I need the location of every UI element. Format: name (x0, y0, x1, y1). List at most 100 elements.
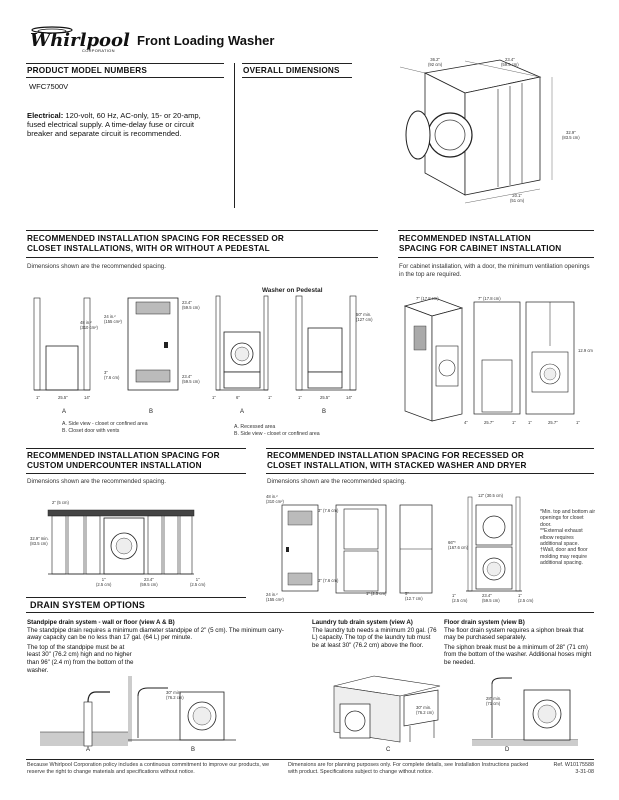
cabinet-note: For cabinet installation, with a door, t… (399, 263, 590, 278)
cabinet-side-drawing (473, 301, 521, 415)
footer-ref-number: Ref. W10175588 (553, 762, 594, 768)
standpipe-dim: 30" min. (76.2 cm) (166, 690, 184, 700)
stacked-bottom-2-value: 23.4" (482, 593, 492, 598)
pedestal-recessed-drawing (215, 295, 269, 391)
recessed-title-line2: CLOSET INSTALLATIONS, WITH OR WITHOUT A … (27, 244, 270, 253)
floor-drain-title: Floor drain system (view B) (444, 619, 525, 626)
undercounter-dim-1: 1"(2.5 cm) (96, 577, 111, 587)
electrical-label: Electrical: (27, 111, 64, 120)
undercounter-note: Dimensions shown are the recommended spa… (27, 478, 166, 485)
recessed-dim-6-cm: (127 cm) (356, 317, 373, 322)
cabinet-front-drawing (525, 301, 575, 415)
overall-door-value: 20.1" (512, 193, 522, 198)
stacked-dim-12in: 12" (30.5 cm) (478, 493, 503, 498)
stacked-washer-dryer-drawing (466, 496, 522, 592)
recessed-title: RECOMMENDED INSTALLATION SPACING FOR REC… (27, 234, 284, 254)
pedestal-caption-a: A. Recessed area (234, 424, 276, 430)
stacked-footnote-3: †Wall, door and floor molding may requir… (540, 547, 588, 567)
laundry-tub-dim: 30" min. (76.2 cm) (416, 705, 434, 715)
stacked-dim-bottom-vent-cm: (155 cm²) (266, 597, 284, 602)
cabinet-bottom-5: 25.7" (548, 420, 558, 425)
undercounter-title-line1: RECOMMENDED INSTALLATION SPACING FOR (27, 451, 220, 460)
recessed-fig-b: B (149, 409, 154, 415)
recessed-side-view-drawing (33, 297, 91, 391)
overall-width-value: 23.4" (505, 57, 515, 62)
closet-door-vents-drawing (127, 297, 179, 391)
undercounter-dim-2-cm: (59.5 cm) (140, 582, 158, 587)
stacked-bottom-1-cm: (2.5 cm) (452, 598, 468, 603)
standpipe-paragraph-2: The top of the standpipe must be at leas… (27, 643, 134, 674)
cabinet-dim-2: 7" (17.8 cm) (478, 296, 501, 301)
pedestal-label: Washer on Pedestal (262, 287, 323, 294)
drain-section-title: DRAIN SYSTEM OPTIONS (30, 600, 146, 610)
laundry-tub-dim-value: 30" min. (416, 705, 432, 710)
stacked-dim-bottom-vent-value: 24 in.² (266, 592, 278, 597)
floor-drain-dim-value: 28" min. (486, 696, 502, 701)
standpipe-title: Standpipe drain system - wall or floor (… (27, 619, 175, 626)
overall-depth-cm: (92 cm) (428, 62, 443, 67)
recessed-dim-1-cm: (310 cm²) (80, 325, 98, 330)
recessed-dim-5-value: 23.4" (182, 374, 192, 379)
recessed-bottom-4: 1" (212, 395, 216, 400)
overall-depth: 36.2" (92 cm) (428, 57, 442, 67)
stacked-dim-3b: 3" (7.6 cm) (318, 578, 339, 583)
stacked-dim-66in-value: 66"* (448, 540, 456, 545)
recessed-note: Dimensions shown are the recommended spa… (27, 263, 166, 270)
recessed-bottom-5: 6" (236, 395, 240, 400)
standpipe-dim-value: 30" min. (166, 690, 182, 695)
undercounter-height-cm: (83.5 cm) (30, 541, 48, 546)
undercounter-height-value: 32.9" min. (30, 536, 49, 541)
cabinet-bottom-1: 4" (464, 420, 468, 425)
cabinet-title-line1: RECOMMENDED INSTALLATION (399, 234, 531, 243)
undercounter-title-line2: CUSTOM UNDERCOUNTER INSTALLATION (27, 461, 202, 470)
cabinet-bottom-2: 25.7" (484, 420, 494, 425)
overall-height-cm: (83.5 cm) (562, 135, 580, 140)
pedestal-fig-a: A (240, 409, 245, 415)
drain-view-a: A (86, 747, 91, 753)
floor-drain-paragraph-1: The floor drain system requires a siphon… (444, 626, 584, 642)
recessed-title-line1: RECOMMENDED INSTALLATION SPACING FOR REC… (27, 234, 285, 243)
stacked-bottom-3-cm: (2.5 cm) (518, 598, 534, 603)
recessed-dim-3-cm: (7.6 cm) (104, 375, 120, 380)
recessed-bottom-1: 1" (36, 395, 40, 400)
stacked-footnotes: *Min. top and bottom air openings for cl… (540, 509, 596, 567)
undercounter-dim-3-value: 1" (195, 577, 200, 582)
undercounter-dim-2: 23.4"(59.5 cm) (140, 577, 158, 587)
brand-logo: Whirlpool CORPORATION (30, 26, 130, 53)
pedestal-side-view-drawing (295, 295, 357, 391)
recessed-dim-4-cm: (59.5 cm) (182, 305, 200, 310)
overall-height-value: 32.9" (566, 130, 576, 135)
pedestal-caption-b: B. Side view - closet or confined area (234, 431, 320, 437)
stacked-title: RECOMMENDED INSTALLATION SPACING FOR REC… (267, 451, 527, 471)
footer-policy: Because Whirlpool Corporation policy inc… (27, 762, 270, 775)
electrical-text: 120-volt, 60 Hz, AC-only, 15- or 20-amp,… (27, 111, 201, 139)
electrical-info: Electrical: 120-volt, 60 Hz, AC-only, 15… (27, 111, 217, 139)
logo-swirl-icon (31, 26, 73, 34)
recessed-dim-2-value: 24 in.² (104, 314, 116, 319)
undercounter-dim-3: 1"(2.5 cm) (190, 577, 205, 587)
brand-name: Whirlpool (30, 30, 130, 51)
undercounter-top-dim: 2" (5 cm) (52, 500, 69, 505)
drain-view-d: D (505, 747, 510, 753)
recessed-caption-b: B. Closet door with vents (62, 428, 120, 434)
product-section-title: PRODUCT MODEL NUMBERS (27, 66, 148, 75)
cabinet-bottom-6: 1" (576, 420, 580, 425)
floor-drain-paragraph-2: The siphon break must be a minimum of 28… (444, 643, 592, 666)
stacked-dim-66in: 66"* (167.6 cm) (448, 540, 468, 550)
cabinet-bottom-4: 1" (528, 420, 532, 425)
overall-depth-value: 36.2" (430, 57, 440, 62)
cabinet-title-line2: SPACING FOR CABINET INSTALLATION (399, 244, 562, 253)
floor-drain-dim: 28" min. (71 cm) (486, 696, 501, 706)
recessed-caption-a: A. Side view - closet or confined area (62, 421, 148, 427)
stacked-dim-top-vent-cm: (310 cm²) (266, 499, 284, 504)
stacked-dim-5in-cm: (12.7 cm) (405, 596, 423, 601)
stacked-door-drawing (281, 504, 319, 592)
recessed-dim-5-cm: (59.5 cm) (182, 379, 200, 384)
stacked-note: Dimensions shown are the recommended spa… (267, 478, 406, 485)
floor-drain-dim-cm: (71 cm) (486, 701, 501, 706)
stacked-dim-1in: 1" (2.5 cm) (366, 591, 387, 596)
cabinet-title: RECOMMENDED INSTALLATION SPACING FOR CAB… (399, 234, 561, 254)
recessed-bottom-7: 1" (298, 395, 302, 400)
overall-door-cm: (51 cm) (510, 198, 525, 203)
stacked-dim-5in: 5" (12.7 cm) (405, 591, 423, 601)
